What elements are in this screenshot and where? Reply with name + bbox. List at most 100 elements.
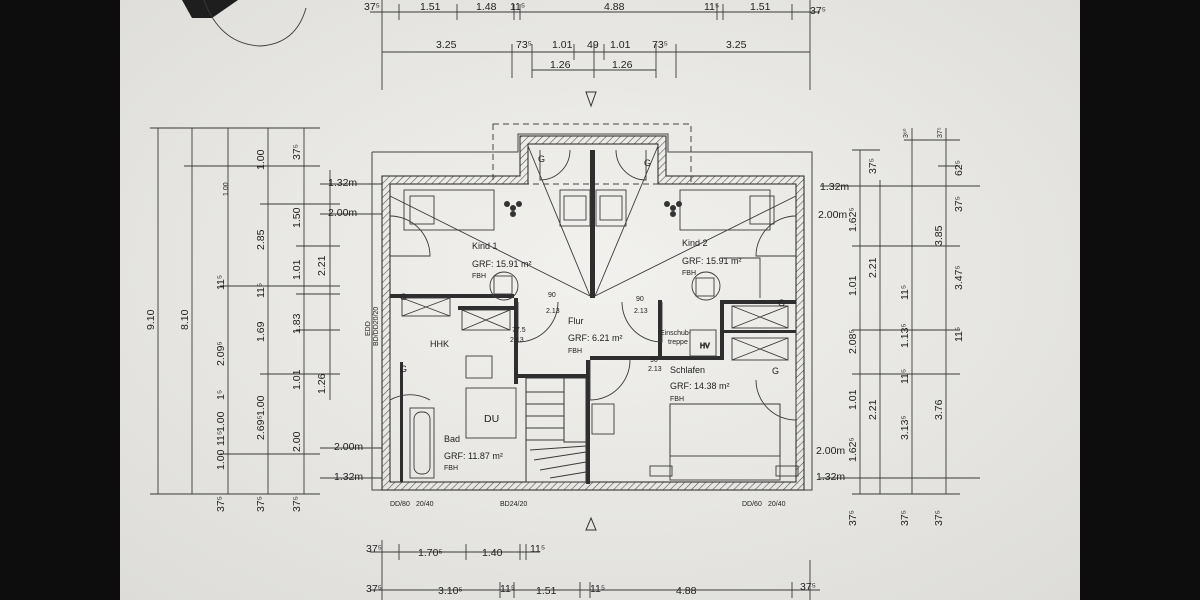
dim-label: 37⁵ <box>366 543 382 555</box>
dim-label: 11⁵ <box>255 283 267 298</box>
dim-label: 1.51 <box>750 1 771 13</box>
dim-label: 1.26 <box>550 59 571 71</box>
room-kind1: Kind 1 GRF: 15.91 m² FBH <box>472 241 532 280</box>
dim-label: 37⁵ <box>937 127 944 138</box>
room-area: GRF: 15.91 m² <box>682 256 742 266</box>
dim-label: 1.70⁵ <box>418 547 443 559</box>
dim-label: 1.50 <box>291 207 303 228</box>
section-marker-icon <box>585 516 597 531</box>
einschubtreppe-label: treppe <box>668 339 688 346</box>
g-marker: G <box>644 158 651 168</box>
dim-label: 37⁵ <box>933 510 945 526</box>
g-marker: G <box>778 298 785 308</box>
dim-label: 37⁵ <box>364 1 380 13</box>
dim-label: 1.00 <box>255 395 267 416</box>
dim-label: 3.25 <box>726 39 747 51</box>
dim-label: 37⁵ <box>867 158 879 174</box>
dim-label: 73⁵ <box>652 39 668 51</box>
dim-label: 2.85 <box>255 229 267 250</box>
wall-label: DD/80 <box>390 501 410 508</box>
dim-label: 3.76 <box>933 399 945 420</box>
dim-label: 2.69⁵ <box>255 415 267 440</box>
floor-plan-sheet: 37⁵ 1.51 1.48 11⁵ 4.88 11⁵ 1.51 37⁵ 3.25… <box>120 0 1080 600</box>
room-name: Kind 2 <box>682 238 708 248</box>
right-height-labels: 1.32m 2.00m 2.00m 1.32m <box>816 181 849 483</box>
dim-label: 11⁵ <box>215 275 227 290</box>
dim-label: 37⁵ <box>291 144 303 160</box>
dim-label: 1.01 <box>291 259 303 280</box>
left-height-labels: 1.32m 2.00m 2.00m 1.32m BD/DD20/20 EDD <box>320 177 382 483</box>
room-name: Flur <box>568 316 584 326</box>
g-marker: G <box>400 292 407 302</box>
door-label: 90 <box>650 357 658 364</box>
room-hhk: HHK <box>430 339 449 349</box>
dim-label: 11⁵ <box>510 1 525 13</box>
door-label: 2.13 <box>510 337 524 344</box>
dim-label: 1.69 <box>255 321 267 342</box>
dim-label: 1.01 <box>291 369 303 390</box>
door-labels: 90 2.13 90 2.13 77.5 2.13 90 2.13 <box>510 292 662 373</box>
dim-label: 1.83 <box>291 313 303 334</box>
wall-label: DD/60 <box>742 501 762 508</box>
dim-label: 11⁵ <box>899 285 911 300</box>
dim-label: 1.13⁵ <box>899 323 911 348</box>
height-label: 1.32m <box>334 471 363 483</box>
dim-label: 4.88 <box>676 585 697 597</box>
dim-label: 3.13⁵ <box>899 415 911 440</box>
dim-label: 37⁵ <box>800 581 816 593</box>
dim-label: 37⁵ <box>255 496 267 512</box>
wall-label: EDD <box>365 321 372 336</box>
dim-label: 11⁵ <box>215 431 227 446</box>
height-label: 2.00m <box>334 441 363 453</box>
plant-icon <box>504 201 682 217</box>
staircase <box>525 377 587 483</box>
dim-label: 1.01 <box>552 39 573 51</box>
shaft-boxes <box>401 297 789 361</box>
building: HV G G G G G G <box>371 123 813 491</box>
dim-label: 11⁵ <box>530 543 545 555</box>
dim-label: 11⁵ <box>500 583 515 595</box>
wall-label: BD/DD20/20 <box>373 307 380 346</box>
height-label: 1.32m <box>328 177 357 189</box>
bottom-dimension-chain: 37⁵ 1.70⁵ 1.40 11⁵ 37⁵ 3.10⁵ 11⁵ 1.51 11… <box>366 540 820 600</box>
dim-label: 3.47⁵ <box>953 265 965 290</box>
top-dimension-chain: 37⁵ 1.51 1.48 11⁵ 4.88 11⁵ 1.51 37⁵ 3.25… <box>364 0 826 90</box>
dim-label: 3⁶⁰ <box>902 128 910 138</box>
dim-label: 2.21 <box>867 399 879 420</box>
room-floor: FBH <box>472 273 486 280</box>
left-dimension-chain: 9.10 8.10 11⁵ 2.09⁵ 1⁵ 1.00 1.00 11⁵ 37⁵… <box>145 127 340 512</box>
height-label: 2.00m <box>328 207 357 219</box>
room-diagonals <box>389 145 797 297</box>
dim-label: 2.21 <box>316 255 328 276</box>
dim-label: 4.88 <box>604 1 625 13</box>
dim-label: 1.26 <box>612 59 633 71</box>
dim-label: 11⁵ <box>899 369 911 384</box>
dim-label: 73⁵ <box>516 39 532 51</box>
dim-label: 49 <box>587 39 599 51</box>
dim-label: 3.25 <box>436 39 457 51</box>
room-schlafen: Schlafen GRF: 14.38 m² FBH <box>670 365 730 403</box>
dim-label: 1.01 <box>847 389 859 410</box>
dim-label: 37⁵ <box>810 5 826 17</box>
dim-label: 1.62⁵ <box>847 207 859 232</box>
g-marker: G <box>538 154 545 164</box>
room-floor: FBH <box>670 396 684 403</box>
dim-label: 1.51 <box>420 1 441 13</box>
height-label: 1.32m <box>816 471 845 483</box>
room-area: GRF: 6.21 m² <box>568 333 623 343</box>
door-label: 2.13 <box>648 366 662 373</box>
dim-label: 1.01 <box>847 275 859 296</box>
dim-label: 2.00 <box>291 431 303 452</box>
room-bad: Bad GRF: 11.87 m² FBH <box>444 434 503 472</box>
dormer-outline <box>492 123 692 185</box>
bottom-wall-labels: DD/80 20/40 BD24/20 DD/60 20/40 <box>390 501 786 508</box>
room-area: GRF: 15.91 m² <box>472 259 532 269</box>
room-name: Bad <box>444 434 460 444</box>
dim-label: 2.09⁵ <box>215 341 227 366</box>
room-name: Kind 1 <box>472 241 498 251</box>
room-flur: Flur GRF: 6.21 m² FBH <box>568 316 623 355</box>
dim-label: 37⁵ <box>847 510 859 526</box>
room-area: GRF: 14.38 m² <box>670 381 730 391</box>
room-du: DU <box>484 413 499 425</box>
dim-label: 11⁵ <box>590 583 605 595</box>
